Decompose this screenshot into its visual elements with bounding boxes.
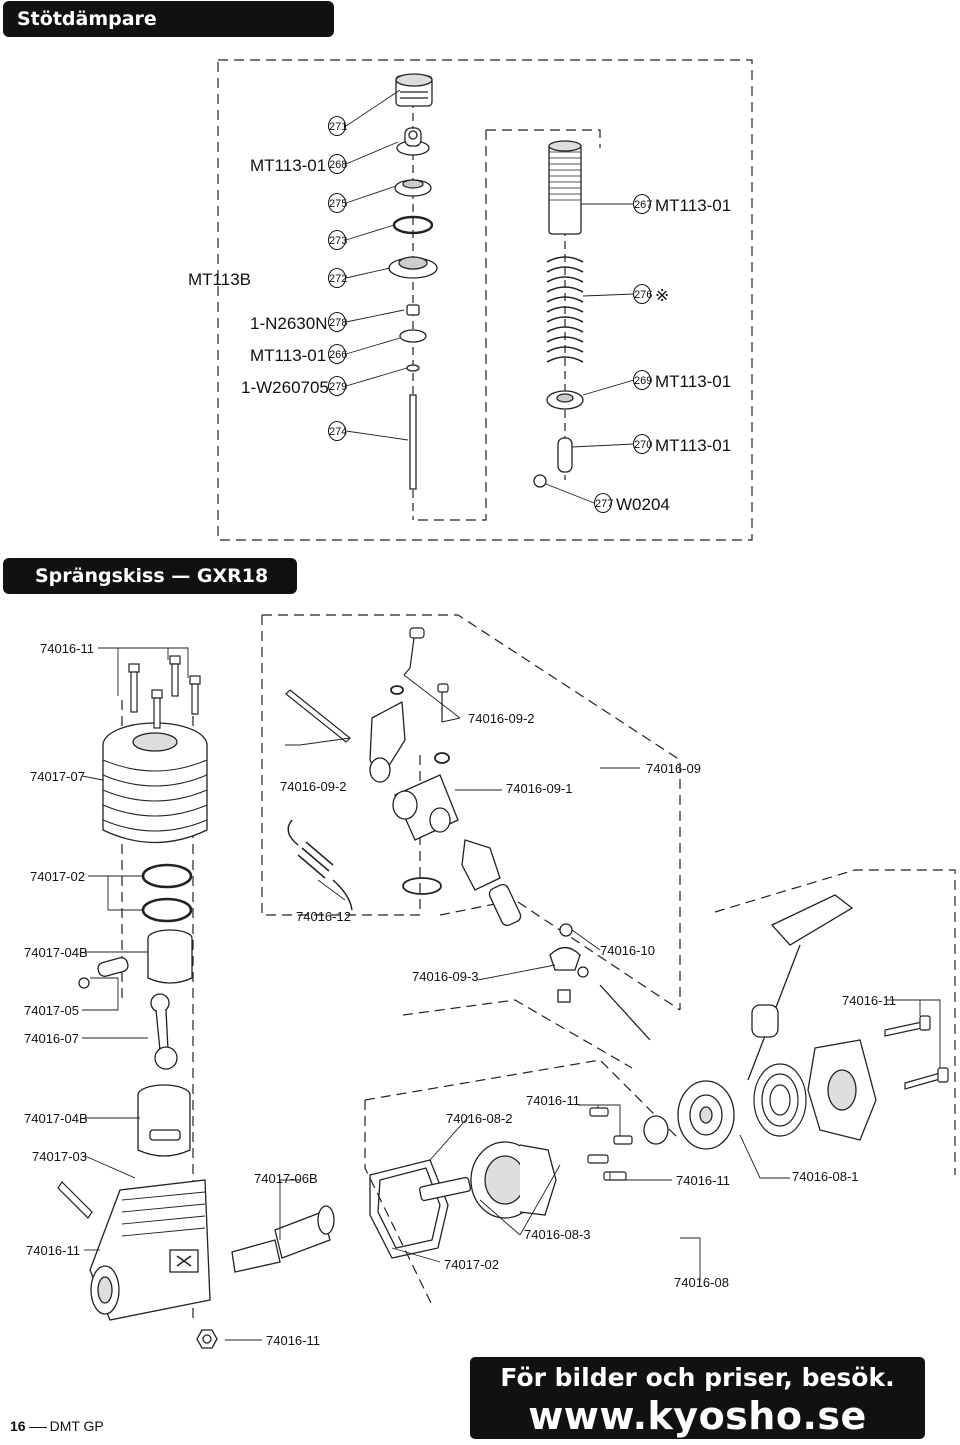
shock-spring-retainer: [546, 390, 584, 410]
promo-url[interactable]: www.kyosho.se: [528, 1394, 867, 1438]
engine-label: 74016-11: [676, 1173, 730, 1188]
engine-label: 74016-09-3: [412, 969, 479, 984]
engine-label: 74017-06B: [254, 1171, 318, 1186]
engine-label: 74016-09-2: [280, 779, 347, 794]
callout-278: 278: [328, 312, 347, 332]
part-label-266: MT113-01: [250, 346, 327, 365]
bushing: [643, 1115, 669, 1145]
starter-pulley: [677, 1080, 735, 1150]
model-name: DMT GP: [49, 1418, 104, 1434]
part-label-269: MT113-01: [655, 372, 732, 391]
page-footer: 16 DMT GP: [10, 1418, 104, 1434]
carb-o-rings: [390, 685, 450, 895]
engine-label: 74016-09-2: [468, 711, 535, 726]
section-title-exploded-view: Sprängskiss — GXR18 SP: [3, 558, 297, 623]
callout-274: 274: [328, 421, 347, 441]
engine-label: 74016-11: [266, 1333, 320, 1348]
shock-piston: [399, 329, 427, 343]
section-title-shock: Stötdämpare: [3, 1, 334, 37]
footer-rule: [28, 1426, 47, 1428]
engine-label: 74016-09-1: [506, 781, 573, 796]
engine-label: 74017-07: [30, 769, 85, 784]
callout-276: 276: [633, 284, 652, 304]
callout-271: 271: [328, 116, 347, 136]
callout-279: 279: [328, 376, 347, 396]
head-screws: [128, 655, 201, 729]
engine-label: 74016-11: [842, 993, 896, 1008]
throttle-arm: [549, 923, 651, 1041]
callout-277: 277: [594, 493, 613, 513]
promo-text: För bilder och priser, besök.: [500, 1363, 895, 1392]
shock-bushing: [394, 179, 432, 197]
page-number: 16: [10, 1418, 26, 1434]
callout-275: 275: [328, 193, 347, 213]
engine-label: 74016-09: [646, 761, 701, 776]
pull-starter-handle: [747, 894, 854, 1081]
engine-label: 74016-07: [24, 1031, 79, 1046]
engine-label: 74017-04B: [24, 945, 88, 960]
head-gaskets: [141, 863, 193, 923]
rear-housing: [418, 1141, 557, 1219]
fitting: [57, 1181, 93, 1219]
cylinder-liner: [137, 1084, 191, 1157]
part-label-277: W0204: [616, 495, 670, 514]
starter-case: [807, 1039, 877, 1141]
engine-label: 74016-08-3: [524, 1227, 591, 1242]
shock-nut: [406, 304, 420, 316]
engine-label: 74016-08-1: [792, 1169, 859, 1184]
engine-label: 74017-02: [444, 1257, 499, 1272]
part-label-267: MT113-01: [655, 196, 732, 215]
callout-272: 272: [328, 268, 347, 288]
part-label-279: 1-W260705: [241, 378, 329, 397]
shock-body: [548, 140, 582, 235]
cylinder-head: [102, 722, 208, 844]
part-label-276: ※: [655, 286, 670, 305]
callout-268: 268: [328, 154, 347, 174]
crankcase: [89, 1179, 211, 1321]
engine-label: 74016-12: [296, 909, 351, 924]
engine-label: 74016-08-2: [446, 1111, 513, 1126]
shock-spring: [546, 256, 584, 363]
shock-cap: [395, 73, 433, 107]
shock-shaft: [409, 394, 417, 490]
shock-rod-end: [557, 437, 573, 473]
engine-label: 74016-10: [600, 943, 655, 958]
callout-266: 266: [328, 344, 347, 364]
shock-lower-cap: [388, 256, 438, 279]
starter-bolts: [587, 1015, 949, 1181]
part-label-272: MT113B: [188, 270, 251, 289]
promo-banner: För bilder och priser, besök. www.kyosho…: [470, 1357, 925, 1439]
engine-label: 74016-08: [674, 1275, 729, 1290]
bottom-nut: [196, 1329, 218, 1349]
piston: [78, 929, 193, 989]
connecting-rod: [150, 993, 178, 1070]
starter-spring: [753, 1063, 807, 1137]
engine-label: 74017-03: [32, 1149, 87, 1164]
engine-label: 74017-04B: [24, 1111, 88, 1126]
engine-label: 74016-11: [526, 1093, 580, 1108]
callout-270: 270: [633, 434, 652, 454]
engine-label: 74017-05: [24, 1003, 79, 1018]
part-label-270: MT113-01: [655, 436, 732, 455]
shock-ball: [533, 474, 547, 488]
carburetor: [369, 700, 522, 927]
part-label-278: 1-N2630N: [250, 314, 328, 333]
engine-label: 74016-11: [40, 641, 94, 656]
needle-valve: [285, 627, 449, 743]
callout-267: 267: [633, 194, 652, 214]
engine-label: 74017-02: [30, 869, 85, 884]
callout-269: 269: [633, 370, 652, 390]
crankshaft: [231, 1205, 335, 1273]
throttle-spring: [287, 819, 353, 911]
part-label-268: MT113-01: [250, 156, 327, 175]
gasket-plate: [369, 1159, 449, 1259]
shock-washer: [406, 364, 420, 372]
callout-273: 273: [328, 230, 347, 250]
shock-ball-end: [396, 127, 430, 156]
engine-label: 74016-11: [26, 1243, 80, 1258]
